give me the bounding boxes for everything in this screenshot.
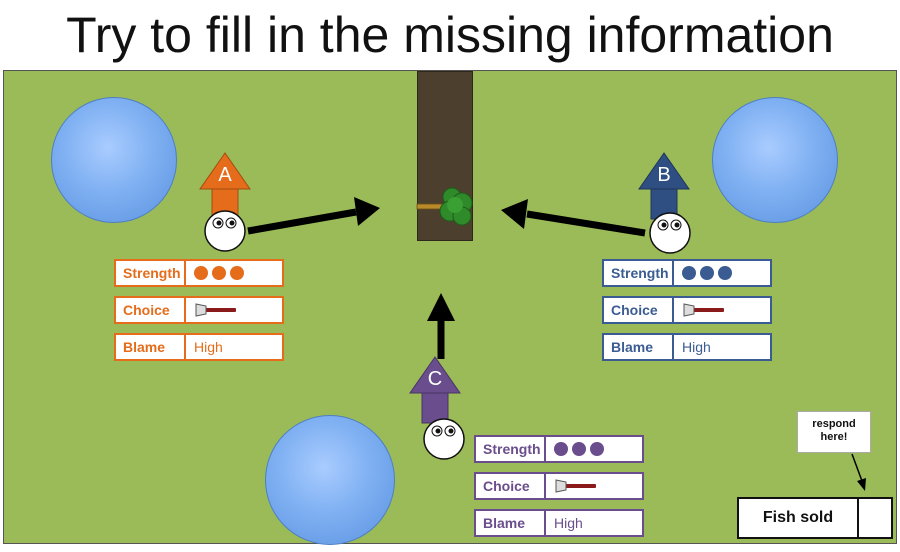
axe-icon: [683, 303, 724, 317]
agent-c-letter: C: [428, 368, 442, 390]
diagram-overlay: A B C: [199, 152, 866, 491]
respond-pointer-arrow: [851, 453, 866, 491]
agent-c-face-icon: [423, 418, 465, 460]
agent-c-choice-row: Choice: [474, 472, 644, 500]
agent-a-letter: A: [218, 164, 232, 186]
axe-icon: [555, 479, 596, 493]
title: Try to fill in the missing information: [66, 7, 834, 63]
agent-b-strength-row: Strength: [602, 259, 772, 287]
blame-label: Blame: [604, 335, 674, 359]
agent-b-letter: B: [657, 164, 670, 186]
blame-value: High: [682, 339, 711, 355]
agent-c-arrow-icon: [409, 356, 461, 424]
agent-a-blame-row: Blame High: [114, 333, 284, 361]
strength-label: Strength: [604, 261, 674, 285]
strength-label: Strength: [476, 437, 546, 461]
strength-dots: [554, 437, 642, 461]
blame-value: High: [554, 515, 583, 531]
arrow-b-to-tree: [501, 199, 646, 237]
fish-sold-input[interactable]: [859, 499, 891, 537]
choice-label: Choice: [604, 298, 674, 322]
strength-label: Strength: [116, 261, 186, 285]
agent-a-strength-row: Strength: [114, 259, 284, 287]
agent-c-strength-row: Strength: [474, 435, 644, 463]
strength-dots: [682, 261, 770, 285]
agent-b-arrow-icon: [638, 152, 690, 220]
arrow-c-to-tree: [427, 293, 455, 359]
agent-c-blame-row: Blame High: [474, 509, 644, 537]
pond-top-right: [712, 97, 838, 223]
blame-label: Blame: [476, 511, 546, 535]
agent-a-face-icon: [204, 210, 246, 252]
blame-value: High: [194, 339, 223, 355]
blame-label: Blame: [116, 335, 186, 359]
agent-b-choice-row: Choice: [602, 296, 772, 324]
arrow-a-to-tree: [247, 197, 380, 235]
agent-a-choice-row: Choice: [114, 296, 284, 324]
axe-icon: [195, 303, 236, 317]
pond-top-left: [51, 97, 177, 223]
strength-dots: [194, 261, 282, 285]
choice-label: Choice: [476, 474, 546, 498]
fish-sold-label: Fish sold: [739, 499, 859, 537]
pond-bottom: [265, 415, 395, 545]
respond-here-note: respond here!: [797, 411, 871, 453]
agent-b-face-icon: [649, 212, 691, 254]
fish-sold-answer: Fish sold: [737, 497, 893, 539]
playing-field: A B C Strength Choice Blame High Strengt…: [3, 70, 897, 545]
tree-foliage-icon: [439, 187, 473, 226]
agent-a-arrow-icon: [199, 152, 251, 220]
agent-b-blame-row: Blame High: [602, 333, 772, 361]
choice-label: Choice: [116, 298, 186, 322]
